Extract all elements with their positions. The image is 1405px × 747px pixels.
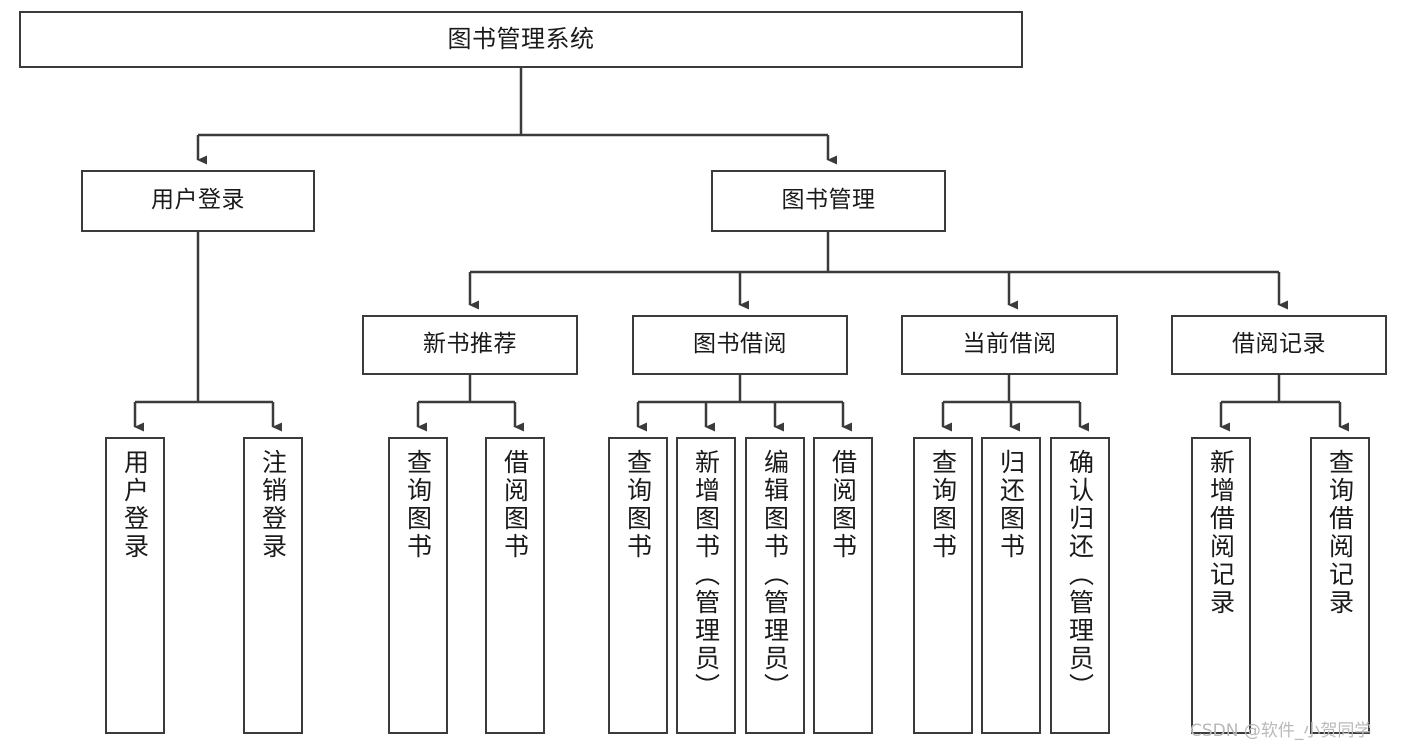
node-label: 确认归还（管理员）: [1065, 449, 1095, 701]
node-label: 借阅图书: [500, 449, 530, 561]
node-label: 借阅记录: [1232, 331, 1326, 358]
watermark-label: CSDN @软件_小贺同学: [1190, 721, 1372, 741]
node-leaf-query-book-2[interactable]: 查询图书: [608, 437, 668, 734]
node-label: 用户登录: [151, 187, 245, 214]
node-user-login[interactable]: 用户登录: [81, 170, 315, 232]
node-leaf-logout[interactable]: 注销登录: [243, 437, 303, 734]
node-label: 查询图书: [928, 449, 958, 561]
node-label: 注销登录: [258, 449, 288, 561]
node-leaf-borrow-book-1[interactable]: 借阅图书: [485, 437, 545, 734]
node-label: 查询图书: [403, 449, 433, 561]
node-book-borrow[interactable]: 图书借阅: [632, 315, 848, 375]
node-label: 归还图书: [996, 449, 1026, 561]
node-leaf-borrow-book-2[interactable]: 借阅图书: [813, 437, 873, 734]
node-label: 当前借阅: [962, 331, 1057, 358]
node-label: 查询图书: [623, 449, 653, 561]
node-leaf-query-book-1[interactable]: 查询图书: [388, 437, 448, 734]
node-label: 新书推荐: [423, 331, 517, 358]
node-label: 查询借阅记录: [1325, 449, 1355, 617]
node-leaf-query-record[interactable]: 查询借阅记录: [1310, 437, 1370, 734]
node-label: 编辑图书（管理员）: [760, 449, 790, 701]
node-leaf-add-record[interactable]: 新增借阅记录: [1191, 437, 1251, 734]
node-label: 借阅图书: [828, 449, 858, 561]
node-leaf-confirm-return[interactable]: 确认归还（管理员）: [1050, 437, 1110, 734]
node-leaf-return-book[interactable]: 归还图书: [981, 437, 1041, 734]
node-leaf-user-login[interactable]: 用户登录: [105, 437, 165, 734]
node-new-book-recommend[interactable]: 新书推荐: [362, 315, 578, 375]
node-leaf-edit-book[interactable]: 编辑图书（管理员）: [745, 437, 805, 734]
node-book-management[interactable]: 图书管理: [711, 170, 946, 232]
node-label: 新增图书（管理员）: [691, 449, 721, 701]
node-root[interactable]: 图书管理系统: [19, 11, 1023, 68]
node-label: 新增借阅记录: [1206, 449, 1236, 617]
node-leaf-add-book[interactable]: 新增图书（管理员）: [676, 437, 736, 734]
node-label: 图书管理: [781, 187, 876, 214]
node-borrow-record[interactable]: 借阅记录: [1171, 315, 1387, 375]
node-label: 图书管理系统: [447, 25, 595, 54]
node-leaf-query-book-3[interactable]: 查询图书: [913, 437, 973, 734]
node-current-borrow[interactable]: 当前借阅: [901, 315, 1118, 375]
node-label: 用户登录: [120, 449, 150, 561]
node-label: 图书借阅: [693, 331, 787, 358]
